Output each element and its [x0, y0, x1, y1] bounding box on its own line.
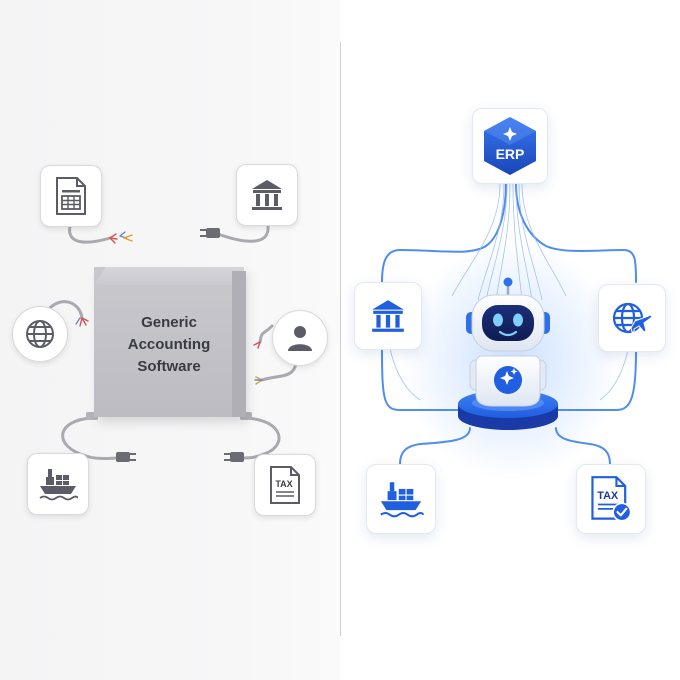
globe-icon [26, 320, 54, 348]
box-label-line-1: Generic [141, 314, 197, 331]
person-icon [288, 326, 312, 351]
tax-label-left: TAX [275, 479, 292, 489]
cable-spreadsheet [68, 224, 112, 244]
plug-bank [206, 228, 220, 238]
spreadsheet-icon [56, 177, 86, 215]
erp-card: ERP [472, 108, 548, 184]
ship-icon [39, 469, 78, 501]
cable-bank [216, 224, 270, 243]
ship-card-blue [366, 464, 436, 534]
bank-icon [372, 300, 404, 332]
person-card [272, 310, 328, 366]
bank-card [236, 164, 298, 226]
bank-card-blue [354, 282, 422, 350]
tax-card-blue: TAX [576, 464, 646, 534]
tax-document-icon: TAX [591, 476, 632, 522]
box-side-face [232, 271, 246, 417]
tax-label-right: TAX [597, 490, 619, 502]
box-label: Generic Accounting Software [94, 312, 244, 378]
box-top-face [94, 267, 244, 285]
panel-divider [340, 42, 341, 636]
globe-card [12, 306, 68, 362]
box-label-line-3: Software [137, 358, 201, 375]
erp-label: ERP [496, 146, 525, 162]
globe-plane-icon [612, 302, 653, 334]
plug-ship [116, 452, 130, 462]
ship-icon [380, 482, 424, 518]
plug-tax [230, 452, 244, 462]
cable-globe [48, 300, 84, 320]
cable-tax [238, 416, 281, 460]
tax-document-icon: TAX [270, 466, 300, 504]
robot-icon [466, 277, 550, 407]
generic-accounting-box [94, 267, 244, 417]
tax-card: TAX [254, 454, 316, 516]
globe-plane-card [598, 284, 666, 352]
left-cables [48, 224, 298, 462]
ship-card [27, 453, 89, 515]
cable-person [258, 324, 274, 344]
spreadsheet-card [40, 165, 102, 227]
checkmark-icon [612, 502, 632, 522]
bank-icon [252, 180, 282, 210]
box-label-line-2: Accounting [127, 336, 211, 353]
erp-cube-icon: ERP [484, 117, 536, 175]
